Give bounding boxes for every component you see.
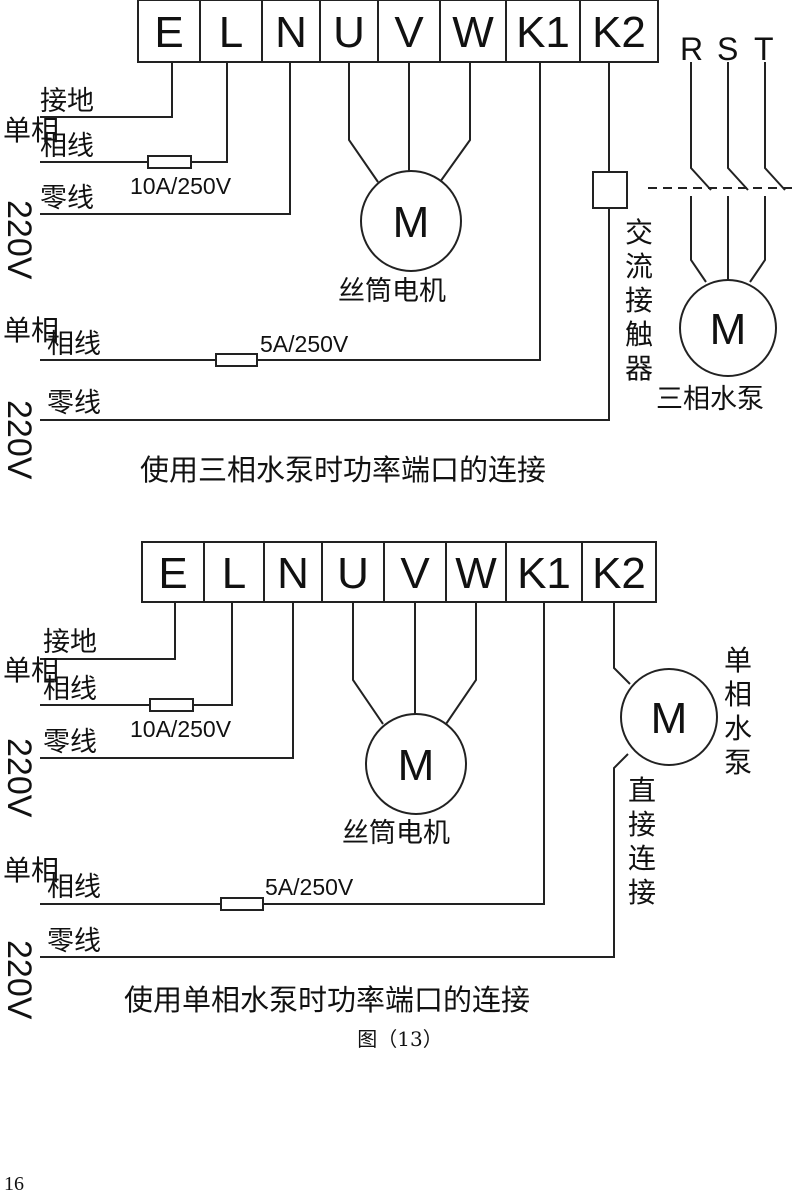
- single-phase-pump: M: [620, 668, 718, 766]
- caption-three-phase: 使用三相水泵时功率端口的连接: [140, 453, 546, 487]
- label-contactor: 交 流 接 触 器: [625, 216, 662, 385]
- label-single-phase-2: 单相: [3, 654, 59, 687]
- label-fuse-aux: 5A/250V: [260, 331, 349, 357]
- label-r: R: [680, 31, 703, 67]
- terminal-n: N: [275, 8, 307, 57]
- three-phase-pump: M: [679, 279, 777, 377]
- page-number: 16: [4, 1173, 24, 1194]
- label-220v-aux-2: 220V: [0, 940, 38, 1020]
- pump-motor-symbol: M: [710, 305, 747, 354]
- terminal-e-2: E: [158, 549, 187, 598]
- label-phase-wire: 相线: [40, 131, 94, 162]
- caption-single-phase: 使用单相水泵时功率端口的连接: [124, 983, 530, 1017]
- label-direct-connection-1: 接: [628, 808, 656, 841]
- label-single-phase-pump-0: 单: [724, 644, 752, 677]
- label-contactor-3: 触: [625, 318, 653, 351]
- terminal-u: U: [333, 8, 365, 57]
- label-220v: 220V: [0, 200, 38, 280]
- drum-motor-2: M: [352, 602, 477, 815]
- label-neutral-wire-2: 零线: [43, 727, 97, 758]
- terminal-k2: K2: [592, 8, 646, 57]
- label-single-phase-aux-2: 单相: [3, 854, 59, 887]
- label-direct-connection: 直 接 连 接: [628, 774, 665, 909]
- drum-motor-symbol: M: [393, 198, 430, 247]
- contactor-coil: [592, 171, 628, 209]
- fuse-main-2: [149, 698, 194, 712]
- label-single-phase-aux: 单相: [3, 314, 59, 347]
- label-contactor-4: 器: [625, 352, 653, 385]
- label-fuse-main: 10A/250V: [130, 173, 232, 199]
- label-neutral-wire-aux: 零线: [47, 388, 101, 419]
- label-contactor-2: 接: [625, 284, 653, 317]
- drum-motor: M: [348, 62, 471, 272]
- terminal-w-2: W: [455, 549, 497, 598]
- wires-mains-2: [40, 602, 294, 759]
- label-ground: 接地: [40, 86, 94, 117]
- label-direct-connection-2: 连: [628, 842, 656, 875]
- label-contactor-1: 流: [625, 250, 653, 283]
- label-single-phase-pump-1: 相: [724, 678, 752, 711]
- terminal-u-2: U: [337, 549, 369, 598]
- label-direct-connection-3: 接: [628, 876, 656, 909]
- label-fuse-main-2: 10A/250V: [130, 716, 232, 742]
- terminal-k1-2: K1: [517, 549, 571, 598]
- terminal-v: V: [394, 8, 424, 57]
- label-contactor-0: 交: [625, 216, 653, 249]
- terminal-e: E: [154, 8, 183, 57]
- pump-motor-symbol-2: M: [651, 694, 688, 743]
- label-single-phase-pump-2: 水: [724, 712, 752, 745]
- diagram-single-phase: E L N U V W K1 K2 接地 相线 零线 10A/250V 单相 2…: [0, 541, 761, 1051]
- label-three-phase-pump: 三相水泵: [656, 384, 764, 415]
- diagram-three-phase: E L N U V W K1 K2 接地 相线 零线 10A/250V 单相 2…: [0, 0, 796, 487]
- label-single-phase: 单相: [3, 114, 59, 147]
- label-single-phase-pump: 单 相 水 泵: [724, 644, 761, 779]
- wires-mains: [40, 62, 291, 215]
- terminal-l-2: L: [222, 549, 246, 598]
- fuse-aux-2: [220, 897, 264, 911]
- terminal-k1: K1: [516, 8, 570, 57]
- label-single-phase-pump-3: 泵: [724, 746, 752, 779]
- fuse-aux: [215, 353, 258, 367]
- fuse-main: [147, 155, 192, 169]
- label-fuse-aux-2: 5A/250V: [265, 874, 354, 900]
- terminal-l: L: [219, 8, 243, 57]
- label-220v-aux: 220V: [0, 400, 38, 480]
- label-phase-wire-2: 相线: [43, 674, 97, 705]
- label-220v-2: 220V: [0, 738, 38, 818]
- label-direct-connection-0: 直: [628, 774, 656, 807]
- label-ground-2: 接地: [43, 627, 97, 658]
- drum-motor-symbol-2: M: [398, 741, 435, 790]
- label-t: T: [754, 31, 774, 67]
- figure-label: 图（13）: [357, 1027, 442, 1051]
- label-neutral-wire-aux-2: 零线: [47, 926, 101, 957]
- label-drum-motor-2: 丝筒电机: [342, 818, 450, 849]
- label-drum-motor: 丝筒电机: [338, 276, 446, 307]
- contactor-contacts: [648, 62, 796, 283]
- label-s: S: [717, 31, 738, 67]
- terminal-n-2: N: [277, 549, 309, 598]
- wires-aux: [40, 62, 610, 421]
- label-phase-wire-aux-2: 相线: [47, 872, 101, 903]
- label-neutral-wire: 零线: [40, 183, 94, 214]
- wires-aux-2: [40, 602, 631, 958]
- terminal-w: W: [452, 8, 494, 57]
- terminal-v-2: V: [400, 549, 430, 598]
- terminal-strip-2: E L N U V W K1 K2: [141, 541, 657, 603]
- terminal-strip: E L N U V W K1 K2: [137, 0, 659, 63]
- terminal-k2-2: K2: [592, 549, 646, 598]
- label-phase-wire-aux: 相线: [47, 329, 101, 360]
